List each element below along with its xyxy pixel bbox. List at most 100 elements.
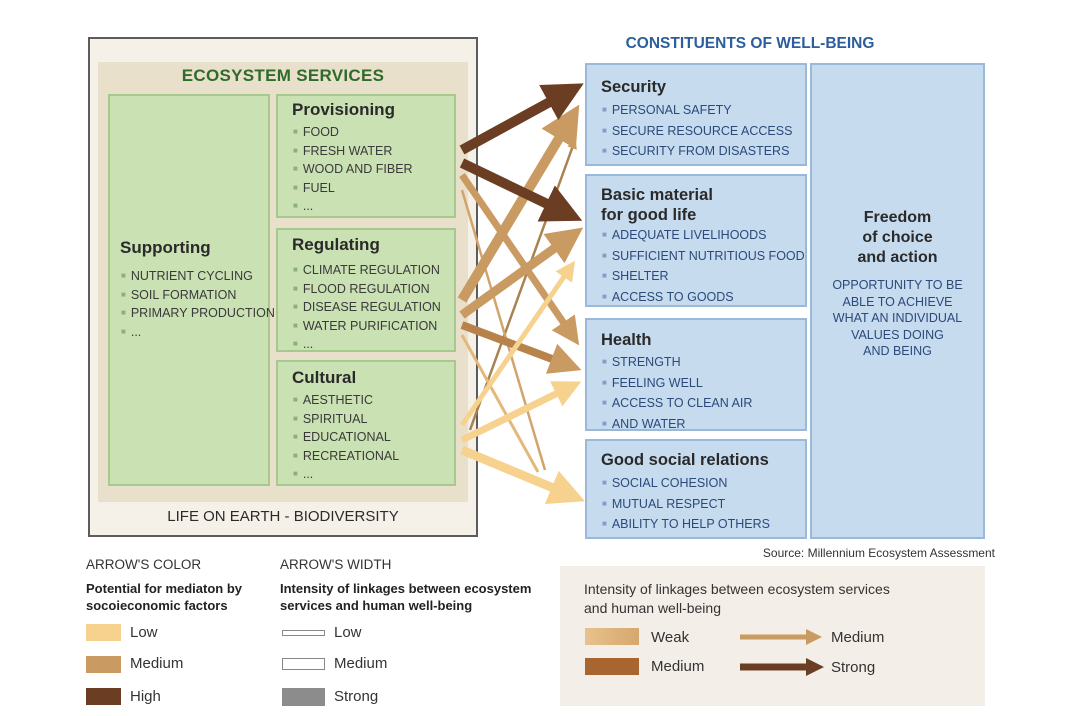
legend-width-low — [282, 630, 325, 636]
security-box: Security PERSONAL SAFETY SECURE RESOURCE… — [585, 63, 807, 166]
legend-label-high: High — [130, 688, 161, 705]
list-item: PRIMARY PRODUCTION — [121, 305, 275, 324]
health-box: Health STRENGTH FEELING WELL ACCESS TO C… — [585, 318, 807, 431]
list-item: PERSONAL SAFETY — [602, 101, 792, 122]
legend-color-heading: ARROW'S COLOR — [86, 557, 202, 572]
list-item: FLOOD REGULATION — [293, 281, 441, 300]
list-item: FRESH WATER — [293, 143, 413, 162]
ecosystem-services-title: ECOSYSTEM SERVICES — [181, 66, 385, 85]
list-item: SPIRITUAL — [293, 411, 399, 430]
list-item: DISEASE REGULATION — [293, 299, 441, 318]
legend-color-subtitle-line: socoieconomic factors — [86, 598, 228, 613]
freedom-box: Freedom of choice and action OPPORTUNITY… — [810, 63, 985, 539]
freedom-desc-line: ABLE TO ACHIEVE — [842, 294, 953, 309]
list-item: STRENGTH — [602, 353, 752, 374]
list-item: FUEL — [293, 180, 413, 199]
list-item: EDUCATIONAL — [293, 429, 399, 448]
list-item: SUFFICIENT NUTRITIOUS FOOD — [602, 247, 805, 268]
health-title: Health — [601, 331, 652, 349]
legend-intensity-subtitle-line: and human well-being — [584, 600, 721, 616]
cultural-box: Cultural AESTHETIC SPIRITUAL EDUCATIONAL… — [276, 360, 456, 486]
security-list: PERSONAL SAFETY SECURE RESOURCE ACCESS S… — [602, 101, 793, 163]
list-item: ... — [293, 336, 441, 355]
list-item: ACCESS TO CLEAN AIR — [602, 394, 753, 415]
freedom-description: OPPORTUNITY TO BE ABLE TO ACHIEVE WHAT A… — [812, 277, 983, 360]
legend-width-label-low: Low — [334, 624, 362, 641]
basic-material-title-line: Basic material — [601, 186, 713, 204]
supporting-list: NUTRIENT CYCLING SOIL FORMATION PRIMARY … — [121, 268, 275, 342]
legend-intensity-subtitle: Intensity of linkages between ecosystem … — [584, 580, 890, 618]
legend-swatch-medium — [86, 656, 121, 673]
legend-arrow-strong-head-icon — [806, 658, 824, 676]
freedom-desc-line: VALUES DOING — [851, 327, 944, 342]
provisioning-box: Provisioning FOOD FRESH WATER WOOD AND F… — [276, 94, 456, 218]
health-list: STRENGTH FEELING WELL ACCESS TO CLEAN AI… — [602, 353, 753, 435]
freedom-title: Freedom of choice and action — [812, 208, 983, 268]
basic-material-title-line: for good life — [601, 206, 697, 224]
list-item: ... — [293, 198, 413, 217]
list-item: FOOD — [293, 124, 413, 143]
basic-material-title: Basic material for good life — [601, 185, 713, 225]
arrow-provisioning-security — [459, 83, 584, 155]
regulating-title: Regulating — [292, 235, 380, 254]
freedom-title-line: Freedom — [863, 209, 932, 226]
cultural-list: AESTHETIC SPIRITUAL EDUCATIONAL RECREATI… — [293, 392, 399, 485]
freedom-desc-line: OPPORTUNITY TO BE — [832, 278, 963, 292]
freedom-title-line: of choice — [862, 229, 933, 246]
legend-label-low: Low — [130, 624, 158, 641]
list-item: FEELING WELL — [602, 374, 752, 395]
list-item: RECREATIONAL — [293, 448, 399, 467]
list-item: SOCIAL COHESION — [602, 474, 770, 495]
legend-width-strong — [282, 688, 325, 706]
legend-intensity-subtitle-line: Intensity of linkages between ecosystem … — [584, 581, 890, 597]
legend-width-medium — [282, 658, 325, 670]
supporting-box: Supporting NUTRIENT CYCLING SOIL FORMATI… — [108, 94, 275, 486]
arrow-provisioning-social — [460, 189, 547, 471]
wellbeing-title: CONSTITUENTS OF WELL-BEING — [625, 35, 875, 52]
list-item: SECURE RESOURCE ACCESS — [602, 122, 793, 143]
list-item: CLIMATE REGULATION — [293, 262, 441, 281]
arrow-provisioning-health — [459, 173, 580, 346]
list-item: SECURITY FROM DISASTERS — [602, 142, 792, 163]
list-item: ACCESS TO GOODS — [602, 288, 805, 309]
list-item: SOIL FORMATION — [121, 287, 275, 306]
arrow-regulating-social — [460, 334, 540, 473]
legend-arrow-icons — [740, 629, 824, 676]
list-item: MUTUAL RESPECT — [602, 495, 770, 516]
cultural-title: Cultural — [292, 368, 357, 387]
legend-color-subtitle: Potential for mediaton by socoieconomic … — [86, 580, 242, 614]
regulating-list: CLIMATE REGULATION FLOOD REGULATION DISE… — [293, 262, 441, 355]
arrow-regulating-material — [459, 227, 584, 319]
arrow-regulating-security — [457, 104, 580, 303]
provisioning-title: Provisioning — [292, 100, 395, 119]
freedom-desc-line: AND BEING — [863, 344, 932, 358]
list-item: ABILITY TO HELP OTHERS — [602, 515, 770, 536]
arrow-cultural-health — [460, 381, 582, 444]
list-item: WATER PURIFICATION — [293, 318, 441, 337]
legend-color-subtitle-line: Potential for mediaton by — [86, 581, 243, 596]
legend-width-subtitle-line: Intensity of linkages between ecosystem — [280, 581, 532, 596]
arrow-cultural-material — [459, 260, 576, 427]
legend-arrow-medium-head-icon — [806, 629, 822, 645]
supporting-title: Supporting — [120, 238, 211, 257]
regulating-box: Regulating CLIMATE REGULATION FLOOD REGU… — [276, 228, 456, 352]
legend-width-subtitle: Intensity of linkages between ecosystem … — [280, 580, 531, 614]
list-item: ADEQUATE LIVELIHOODS — [602, 226, 805, 247]
legend-width-subtitle-line: services and human well-being — [280, 598, 473, 613]
legend-intensity-weak-label: Weak — [651, 629, 690, 646]
list-item: ... — [121, 324, 275, 343]
freedom-title-line: and action — [857, 249, 938, 266]
legend-arrow-medium-label: Medium — [831, 629, 885, 646]
legend-swatch-low — [86, 624, 121, 641]
legend-intensity-medium-swatch — [585, 658, 639, 675]
list-item: SHELTER — [602, 267, 805, 288]
legend-arrow-strong-label: Strong — [831, 659, 876, 676]
social-relations-box: Good social relations SOCIAL COHESION MU… — [585, 439, 807, 539]
provisioning-list: FOOD FRESH WATER WOOD AND FIBER FUEL ... — [293, 124, 413, 217]
basic-material-list: ADEQUATE LIVELIHOODS SUFFICIENT NUTRITIO… — [602, 226, 805, 308]
social-relations-title: Good social relations — [601, 451, 769, 469]
legend-intensity-medium-label: Medium — [651, 658, 705, 675]
security-title: Security — [601, 78, 667, 96]
legend-intensity-weak-swatch — [585, 628, 639, 645]
